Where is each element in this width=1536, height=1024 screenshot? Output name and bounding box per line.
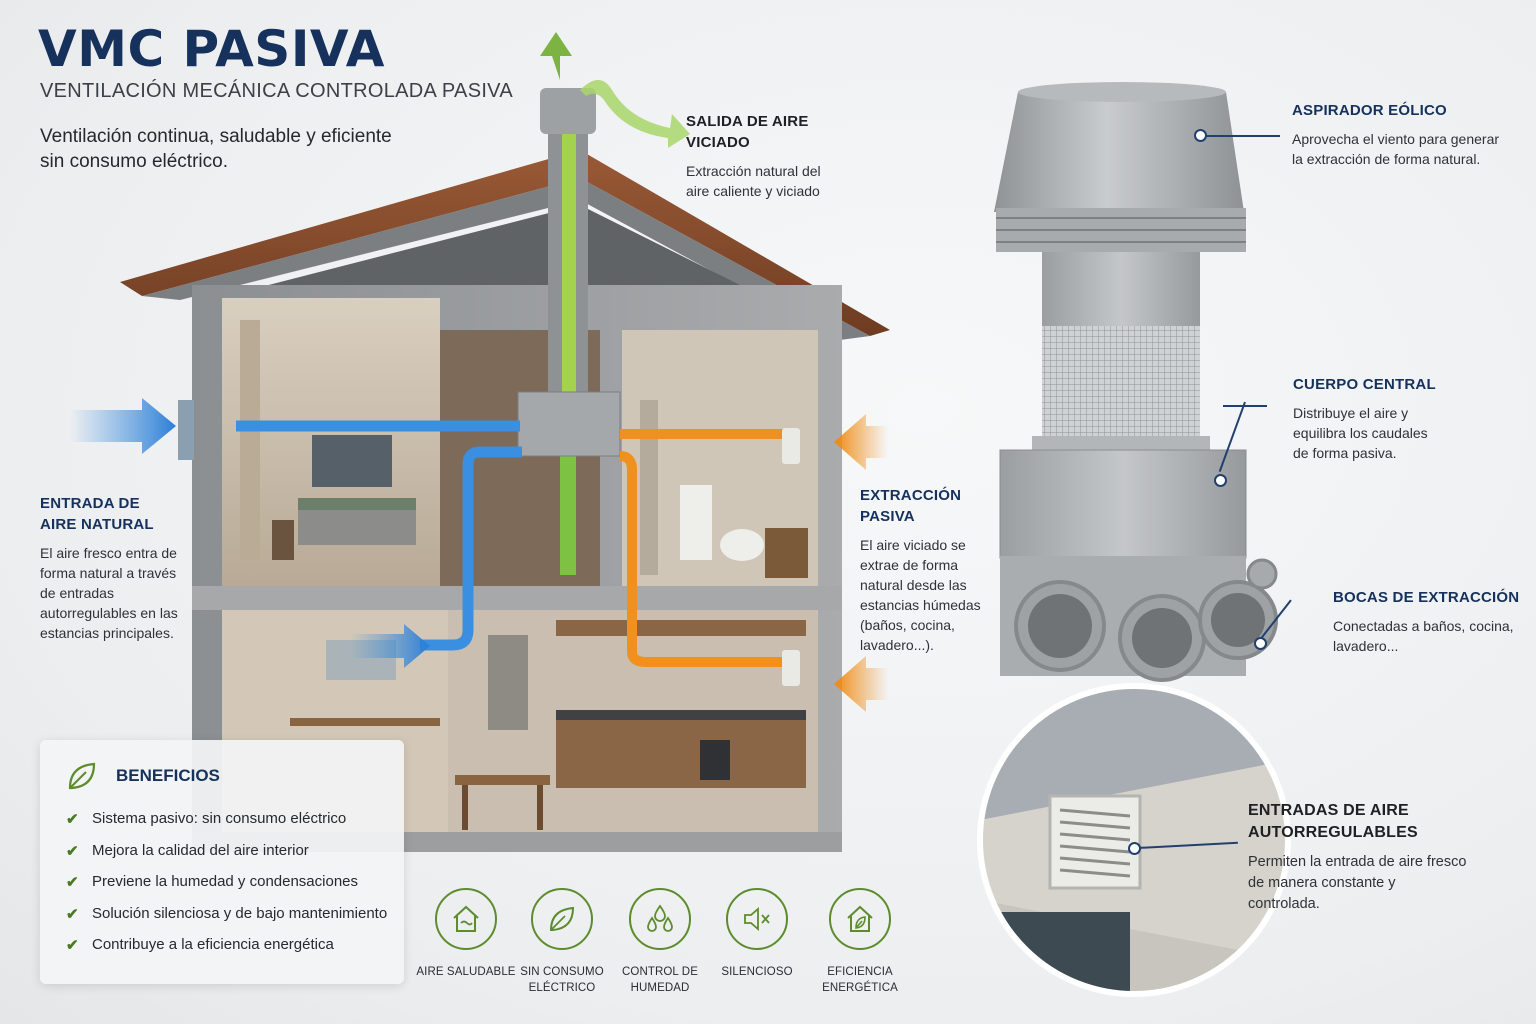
callout-salida-title: SALIDA DE AIRE VICIADO [686,113,809,151]
callout-extraccion-text: El aire viciado se extrae de forma natur… [860,537,981,653]
leaf-icon [68,762,96,790]
callout-cuerpo-title: CUERPO CENTRAL [1293,376,1436,393]
callout-bocas: BOCAS DE EXTRACCIÓN Conectadas a baños, … [1333,587,1523,656]
dot-entradas [1128,842,1141,855]
callout-bocas-text: Conectadas a baños, cocina, lavadero... [1333,618,1514,654]
mesh-section [1042,326,1200,438]
benefits-list: ✔Sistema pasivo: sin consumo eléctrico ✔… [66,810,387,968]
callout-bocas-title: BOCAS DE EXTRACCIÓN [1333,589,1520,606]
feature-aire-saludable: AIRE SALUDABLE [416,888,516,980]
central-box [517,391,621,457]
benefits-title: BENEFICIOS [116,766,220,785]
callout-entradas-auto-title: ENTRADAS DE AIRE AUTORREGULABLES [1248,802,1418,841]
callout-cuerpo: CUERPO CENTRAL Distribuye el aire y equi… [1293,374,1443,463]
callout-entrada: ENTRADA DE AIRE NATURAL El aire fresco e… [40,493,180,643]
house-air-icon [453,905,479,932]
callout-extraccion-title: EXTRACCIÓN PASIVA [860,487,962,525]
callout-salida: SALIDA DE AIRE VICIADO Extracción natura… [686,111,846,201]
feature-silencioso: SILENCIOSO [707,888,807,980]
feature-label: SIN CONSUMO ELÉCTRICO [520,966,604,994]
rooftop-aspirator [540,88,596,134]
exhaust-arrow [540,32,572,80]
callout-salida-text: Extracción natural del aire caliente y v… [686,163,821,199]
feature-label: SILENCIOSO [721,966,793,978]
check-icon: ✔ [66,937,79,954]
aspirator-cap [994,87,1244,212]
feature-eficiencia: EFICIENCIA ENERGÉTICA [810,888,910,996]
inset-circle [977,683,1291,997]
list-item: ✔Mejora la calidad del aire interior [66,841,309,860]
check-icon: ✔ [66,842,79,860]
fresh-air-arrow [70,398,176,454]
check-icon: ✔ [66,905,79,923]
feature-label: CONTROL DE HUMEDAD [622,966,698,994]
house-leaf-icon [847,905,873,932]
callout-entrada-text: El aire fresco entra de forma natural a … [40,545,178,641]
list-item: ✔Sistema pasivo: sin consumo eléctrico [66,810,347,828]
list-item: ✔Previene la humedad y condensaciones [66,873,359,891]
feature-control-humedad: CONTROL DE HUMEDAD [610,888,710,996]
check-icon: ✔ [66,874,79,891]
leader-aspirador [1204,135,1280,137]
extract-air-arrow [834,414,888,470]
callout-extraccion: EXTRACCIÓN PASIVA El aire viciado se ext… [860,485,988,655]
intro-text: Ventilación continua, saludable y eficie… [40,126,392,172]
list-item: ✔Solución silenciosa y de bajo mantenimi… [66,904,388,923]
feature-sin-consumo: SIN CONSUMO ELÉCTRICO [512,888,612,996]
check-icon: ✔ [66,811,79,828]
feature-label: EFICIENCIA ENERGÉTICA [822,966,898,994]
callout-cuerpo-text: Distribuye el aire y equilibra los cauda… [1293,405,1428,461]
drops-icon [647,904,673,932]
callout-aspirador-title: ASPIRADOR EÓLICO [1292,102,1447,119]
dot-bocas [1254,637,1267,650]
leader-cuerpo [1223,405,1267,407]
central-body [999,449,1247,559]
callout-aspirador: ASPIRADOR EÓLICO Aprovecha el viento par… [1292,100,1512,169]
dot-aspirador [1194,129,1207,142]
page-title: VMC PASIVA [38,20,385,78]
feature-label: AIRE SALUDABLE [416,966,516,978]
dot-cuerpo [1214,474,1227,487]
callout-aspirador-text: Aprovecha el viento para generar la extr… [1292,131,1500,167]
callout-entradas-auto-text: Permiten la entrada de aire fresco de ma… [1248,854,1467,912]
callout-entradas-auto: ENTRADAS DE AIRE AUTORREGULABLES Permite… [1248,800,1468,915]
list-item: ✔Contribuye a la eficiencia energética [66,936,334,954]
benefits-panel: BENEFICIOS ✔Sistema pasivo: sin consumo … [40,740,404,984]
leaf-icon [549,906,575,931]
page-subtitle: VENTILACIÓN MECÁNICA CONTROLADA PASIVA [40,80,513,102]
callout-entrada-title: ENTRADA DE AIRE NATURAL [40,495,154,533]
speaker-mute-icon [744,907,770,931]
roof [120,150,890,336]
